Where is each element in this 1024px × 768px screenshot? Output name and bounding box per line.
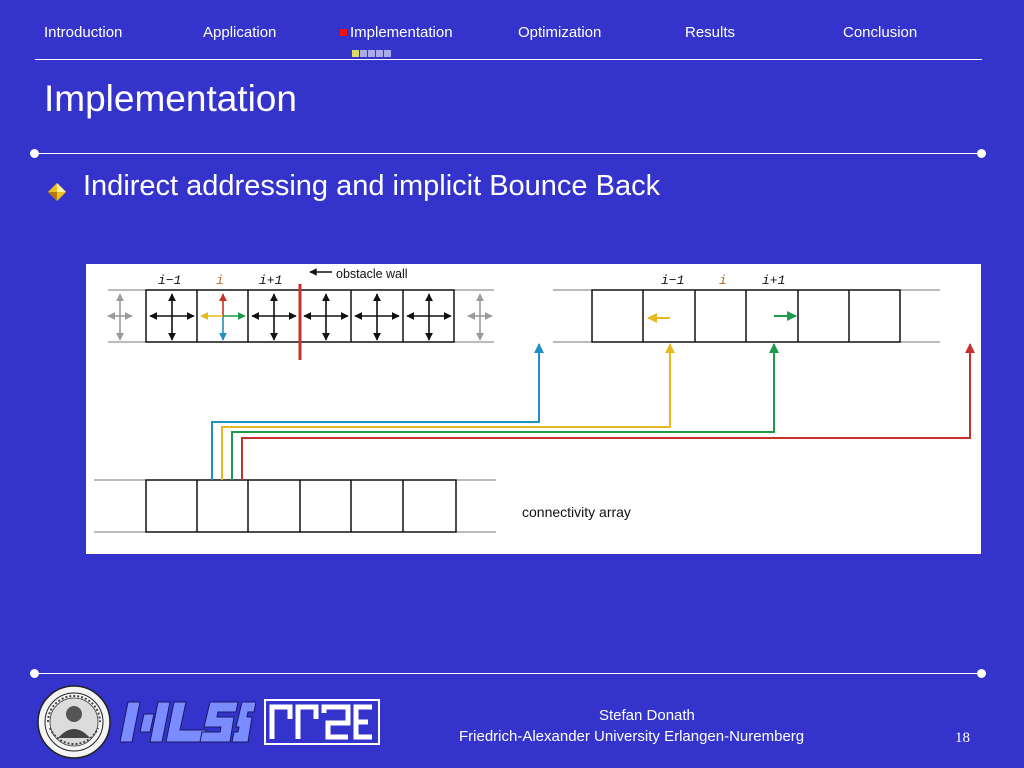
connectivity-array [94, 479, 496, 533]
title-divider [38, 153, 982, 154]
footer-author: Stefan Donath [599, 707, 695, 724]
nav-divider [35, 59, 982, 60]
section-nav: Introduction Application Implementation … [0, 0, 1024, 60]
connector-blue [211, 343, 544, 480]
nav-optimization-label: Optimization [518, 24, 602, 41]
page-number: 18 [955, 730, 970, 746]
footer-affiliation: Friedrich-Alexander University Erlangen-… [459, 728, 805, 745]
nav-introduction[interactable]: Introduction [44, 24, 122, 41]
connector-red [241, 343, 975, 480]
nav-results-label: Results [685, 24, 736, 41]
left-label-i-minus-1: i−1 [158, 273, 181, 288]
obstacle-wall-label: obstacle wall [336, 267, 408, 281]
nav-application-label: Application [203, 24, 277, 41]
nav-application[interactable]: Application [203, 24, 276, 41]
active-section-marker-icon [340, 29, 347, 36]
page-title: Implementation [44, 78, 297, 119]
nav-implementation[interactable]: Implementation [340, 24, 453, 41]
progress-dot-3 [368, 50, 375, 57]
connectivity-array-label: connectivity array [522, 504, 631, 520]
progress-dot-4 [376, 50, 383, 57]
title-divider-left-dot [30, 149, 39, 158]
nav-optimization[interactable]: Optimization [518, 24, 601, 41]
diagram-canvas: i−1 i i+1 obstacle wall i−1 i i+1 [94, 267, 975, 533]
diamond-bullet-icon [48, 183, 66, 201]
progress-dot-2 [360, 50, 367, 57]
right-label-i-plus-1: i+1 [762, 273, 785, 288]
right-lattice-row [553, 289, 940, 343]
left-label-i-plus-1: i+1 [259, 273, 282, 288]
footer-divider-left-dot [30, 669, 39, 678]
footer-divider [38, 673, 982, 674]
left-label-i: i [216, 273, 224, 288]
nav-results[interactable]: Results [685, 24, 735, 41]
university-seal-icon [37, 685, 111, 759]
nav-conclusion[interactable]: Conclusion [843, 24, 917, 41]
connector-yellow [221, 343, 675, 480]
connector-green [231, 343, 779, 480]
lss-logo-icon [120, 701, 256, 743]
right-label-i-minus-1: i−1 [661, 273, 684, 288]
nav-implementation-label: Implementation [350, 24, 453, 41]
section-progress-dots [352, 44, 392, 57]
bounce-back-diagram: i−1 i i+1 obstacle wall i−1 i i+1 [86, 264, 981, 554]
bullet-text: Indirect addressing and implicit Bounce … [83, 170, 661, 202]
title-divider-right-dot [977, 149, 986, 158]
footer-divider-right-dot [977, 669, 986, 678]
progress-dot-5 [384, 50, 391, 57]
right-label-i: i [719, 273, 727, 288]
rrze-logo-icon [264, 699, 380, 745]
left-lattice-row [107, 284, 494, 360]
nav-introduction-label: Introduction [44, 24, 123, 41]
progress-dot-1 [352, 50, 359, 57]
nav-conclusion-label: Conclusion [843, 24, 918, 41]
